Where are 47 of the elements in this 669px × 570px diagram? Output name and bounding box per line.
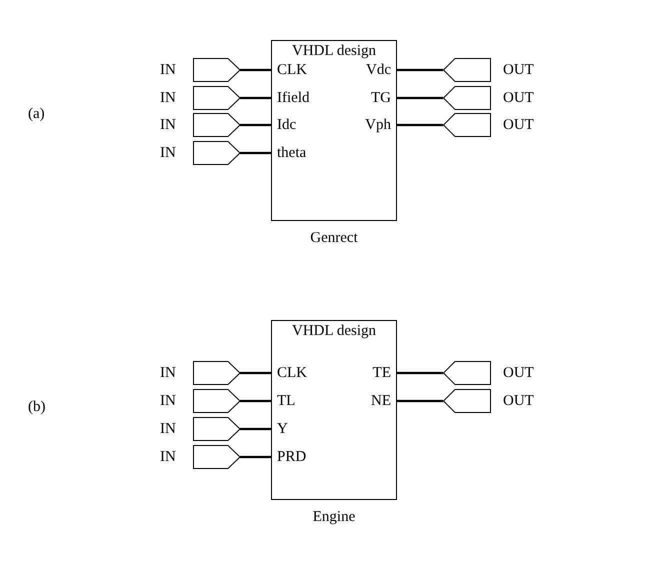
pin-label: TE (372, 364, 391, 382)
block-name: Engine (312, 508, 356, 526)
signal-line (240, 124, 271, 126)
signal-line (240, 428, 271, 430)
block-box (271, 320, 397, 500)
block-title: VHDL design (290, 322, 378, 340)
port-label: IN (160, 144, 176, 162)
pin-label: CLK (277, 364, 307, 382)
port-label: IN (160, 448, 176, 466)
port-label: IN (160, 89, 176, 107)
pin-label: TL (277, 392, 296, 410)
signal-line (240, 400, 271, 402)
port-label: IN (160, 392, 176, 410)
panel-label: (a) (28, 105, 45, 123)
port-label: OUT (503, 392, 534, 410)
port-label: OUT (503, 116, 534, 134)
signal-line (240, 456, 271, 458)
port-label: OUT (503, 364, 534, 382)
port-label: IN (160, 116, 176, 134)
pin-label: Idc (277, 116, 296, 134)
block-name: Genrect (309, 229, 359, 247)
signal-line (397, 124, 443, 126)
pin-label: PRD (277, 448, 306, 466)
signal-line (397, 96, 443, 100)
pin-label: Vdc (366, 61, 391, 79)
panel-label: (b) (28, 398, 46, 416)
port-label: IN (160, 420, 176, 438)
pin-label: theta (277, 144, 306, 162)
signal-line (397, 372, 443, 374)
signal-line (240, 68, 271, 72)
signal-line (397, 400, 443, 402)
port-label: OUT (503, 61, 534, 79)
pin-label: Ifield (277, 89, 310, 107)
pin-label: TG (371, 89, 391, 107)
pin-label: CLK (277, 61, 307, 79)
port-label: IN (160, 61, 176, 79)
block-box (271, 40, 397, 221)
signal-line (240, 152, 271, 154)
signal-line (397, 68, 443, 72)
pin-label: NE (371, 392, 391, 410)
pin-label: Y (277, 420, 288, 438)
pin-label: Vph (365, 116, 391, 134)
block-title: VHDL design (290, 42, 378, 60)
port-label: OUT (503, 89, 534, 107)
port-label: IN (160, 364, 176, 382)
signal-line (240, 372, 271, 374)
signal-line (240, 96, 271, 100)
